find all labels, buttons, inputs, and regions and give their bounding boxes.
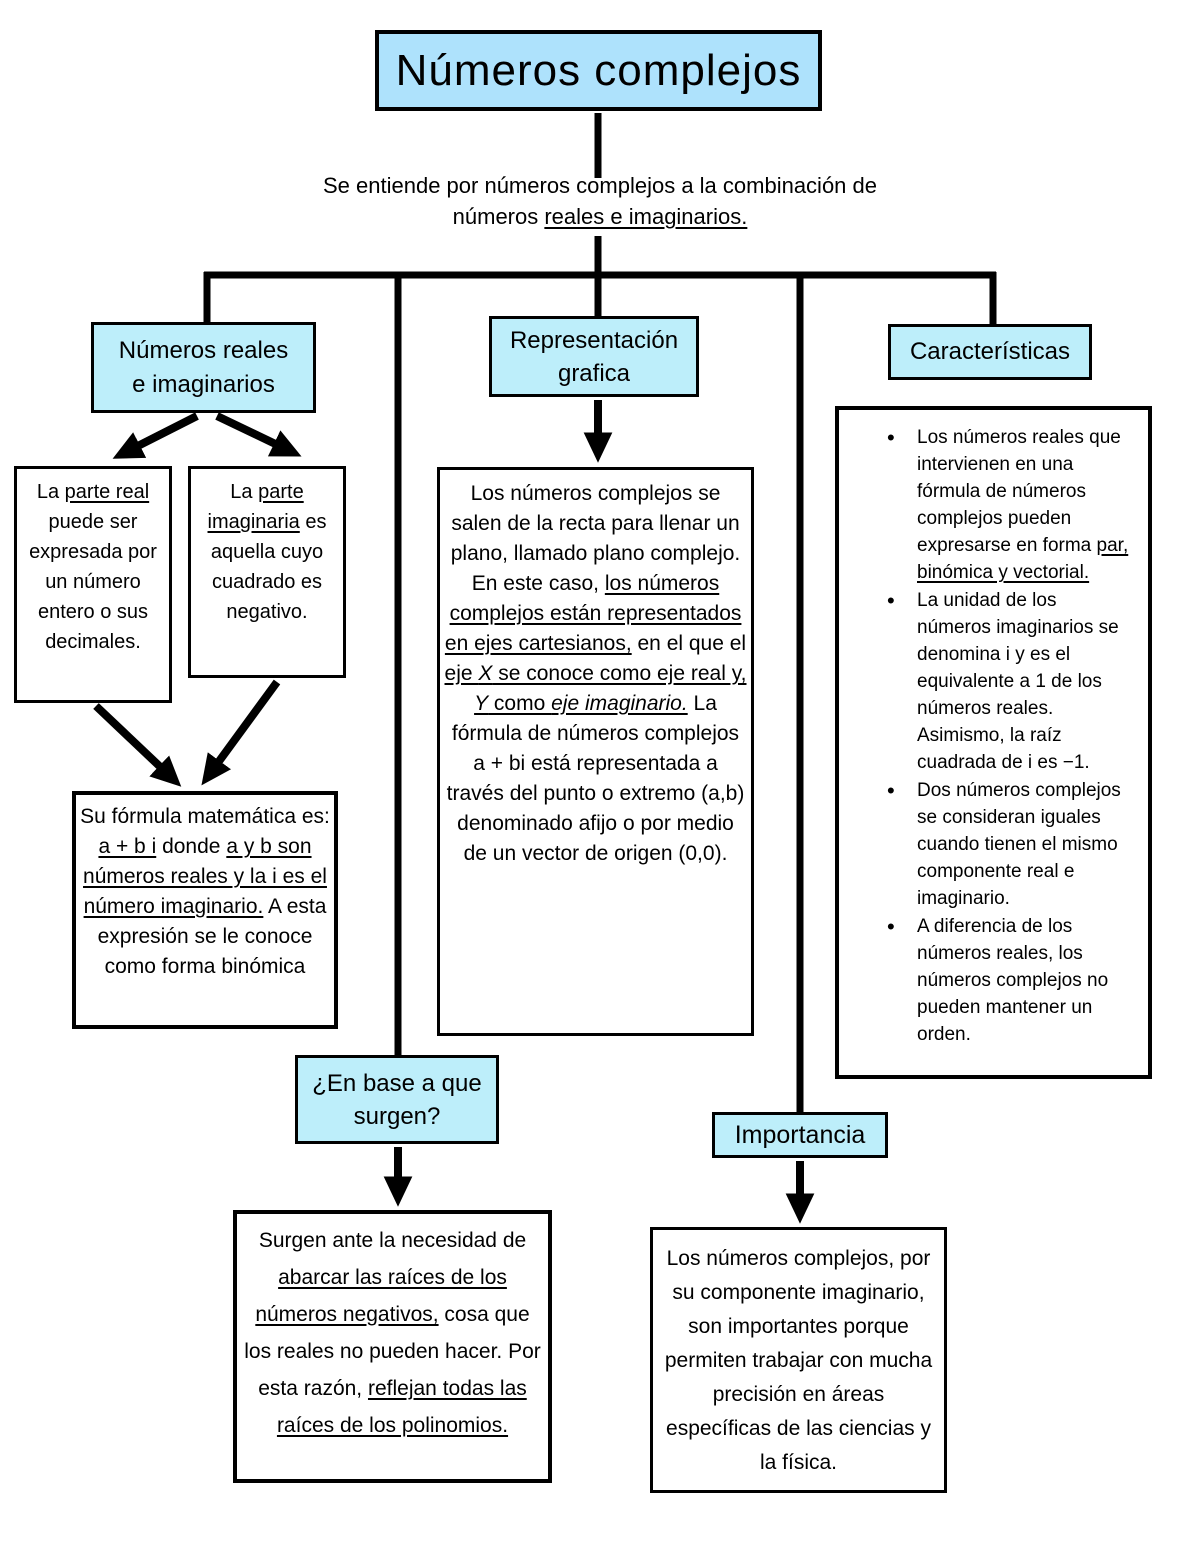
caract2-text: La unidad de los números imaginarios se … [917,590,1119,773]
node-caract-label: Características [909,338,1071,365]
repr-axis-y: Y [474,692,489,715]
node-importancia-label: Importancia [734,1120,866,1149]
repr-underlined4: eje real y, [656,662,747,685]
repr-axis-x: X [478,662,493,685]
node-en-base-a-que-surgen: ¿En base a que surgen? [295,1055,499,1144]
box-importancia-content: Los números complejos, por su componente… [650,1227,947,1493]
node-surgen-line2: surgen? [353,1102,441,1130]
box-formula-binomica: Su fórmula matemática es: a + b i donde … [72,791,338,1029]
node-importancia: Importancia [712,1112,888,1158]
surgen-underlined2: reflejan todas las raíces de los polinom… [276,1377,527,1437]
box-caracteristicas-content: Los números reales que intervienen en un… [835,406,1152,1079]
repr-text2: en el que el [631,632,747,655]
caracteristica-item-3: Dos números complejos se consideran igua… [883,777,1132,912]
node-caracteristicas: Características [888,324,1092,380]
repr-underlined6: eje imaginario. [551,692,688,715]
parte-real-text: La [36,481,65,503]
parte-imag-text2: es aquella cuyo cuadrado es negativo. [210,511,327,623]
surgen-underlined1: abarcar las raíces de los números negati… [255,1266,507,1326]
caract1-text: Los números reales que intervienen en un… [917,427,1121,556]
root-title-label: Números complejos [395,45,802,95]
caract1-underlined: par, binómica y vectorial. [917,535,1129,583]
box-surgen-content: Surgen ante la necesidad de abarcar las … [233,1210,552,1483]
definition-line2-plain: números [452,204,545,229]
root-definition-text: Se entiende por números complejos a la c… [250,170,950,232]
box-representacion-content: Los números complejos se salen de la rec… [437,467,754,1036]
formula-underlined1: a + b i [98,835,157,858]
caract3-text: Dos números complejos se consideran igua… [917,780,1121,909]
formula-text1: Su fórmula matemática es: [80,805,330,828]
node-surgen-line1: ¿En base a que [312,1069,482,1097]
caracteristica-item-2: La unidad de los números imaginarios se … [883,587,1132,776]
repr-underlined5: como [488,692,552,715]
node-numeros-reales-e-imaginarios: Números reales e imaginarios [91,322,316,413]
formula-text2: donde [156,835,227,858]
surgen-text2: cosa que los reales no pueden hacer. Por… [244,1303,541,1400]
root-title-box: Números complejos [375,30,822,111]
box-parte-imaginaria: La parte imaginaria es aquella cuyo cuad… [188,466,346,678]
definition-line2-underlined: reales e imaginarios. [544,204,748,229]
repr-underlined1: los números complejos están representado… [444,572,742,655]
parte-imag-underlined: parte imaginaria [207,481,304,533]
node-reales-line2: e imaginarios [132,370,275,398]
node-reales-line1: Números reales [118,336,289,364]
caracteristica-item-1: Los números reales que intervienen en un… [883,424,1132,586]
box-parte-real: La parte real puede ser expresada por un… [14,466,172,703]
repr-underlined2: eje [444,662,479,685]
parte-real-text2: puede ser expresada por un número entero… [29,511,157,653]
importancia-text: Los números complejos, por su componente… [664,1247,933,1474]
definition-line1: Se entiende por números complejos a la c… [323,173,877,198]
surgen-text1: Surgen ante la necesidad de [258,1229,527,1252]
caract4-text: A diferencia de los números reales, los … [917,916,1109,1045]
node-representacion-grafica: Representación grafica [489,316,699,397]
caracteristica-item-4: A diferencia de los números reales, los … [883,913,1132,1048]
repr-text3: La fórmula de números complejos a + bi e… [446,692,745,865]
formula-underlined2: a y b son números reales y la i es el nú… [83,835,327,918]
repr-underlined3: se conoce como [492,662,657,685]
parte-real-underlined: parte real [64,481,150,503]
caracteristicas-bullet-list: Los números reales que intervienen en un… [883,424,1132,1048]
formula-text3: A esta expresión se le conoce como forma… [97,895,327,978]
repr-text1: Los números complejos se salen de la rec… [450,482,741,595]
node-repr-line2: grafica [557,359,631,387]
node-repr-line1: Representación [509,326,679,354]
parte-imag-text: La [230,481,259,503]
